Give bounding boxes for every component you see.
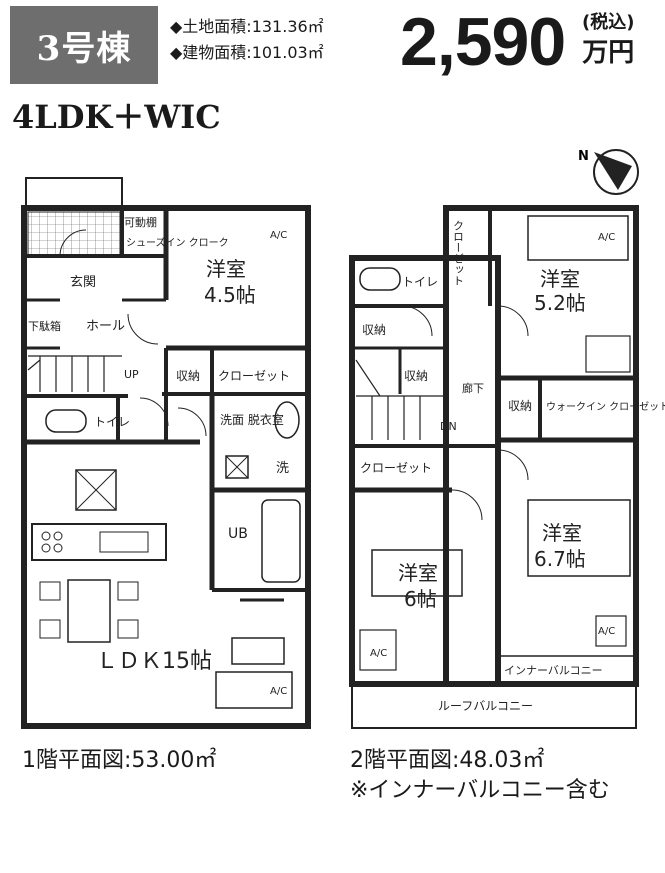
room-67-label: 洋室	[542, 521, 582, 545]
1f-storage-label: 収納	[176, 369, 200, 383]
building-label-badge: 3号棟	[10, 6, 158, 84]
floor2-caption: 2階平面図:48.03㎡	[350, 748, 545, 773]
2f-ac-3: A/C	[370, 648, 387, 659]
hall-label: ホール	[86, 319, 125, 334]
room-52-label: 洋室	[540, 267, 580, 291]
room-6-size: 6帖	[404, 587, 437, 611]
1f-toilet-label: トイレ	[94, 415, 130, 429]
bath-label: UB	[228, 526, 248, 542]
1f-ac-1: A/C	[270, 230, 287, 241]
price: 2,590	[400, 4, 566, 80]
land-area: ◆土地面積:131.36㎡	[170, 17, 324, 36]
ldk-label: ＬＤＫ15帖	[96, 649, 212, 674]
2f-storage-1: 収納	[362, 323, 386, 337]
1f-ac-2: A/C	[270, 686, 287, 697]
2f-ac-2: A/C	[598, 626, 615, 637]
floor1-caption: 1階平面図:53.00㎡	[22, 748, 217, 773]
2f-storage-3: 収納	[508, 399, 532, 413]
building-label: 3号棟	[36, 28, 132, 69]
2f-storage-2: 収納	[404, 369, 428, 383]
price-unit: 万円	[582, 38, 635, 68]
building-area: ◆建物面積:101.03㎡	[170, 43, 324, 62]
inner-balcony-label: インナーバルコニー	[504, 664, 603, 677]
layout-type: 4LDK＋WIC	[12, 98, 221, 136]
room-67-size: 6.7帖	[534, 547, 586, 571]
2f-ac-1: A/C	[598, 232, 615, 243]
roof-balcony-label: ルーフバルコニー	[438, 699, 533, 713]
price-unit-block: (税込) 万円	[582, 8, 634, 68]
corridor-label: 廊下	[462, 381, 484, 395]
price-tax-note: (税込)	[582, 12, 635, 33]
shoe-closet-tag: 可動棚	[124, 215, 157, 229]
2f-closet-vertical-label: クローゼット	[452, 220, 465, 286]
2f-toilet-label: トイレ	[402, 275, 438, 289]
stair-dn-label: DN	[440, 420, 457, 433]
room-6-label: 洋室	[398, 561, 438, 585]
shoe-closet-label: シューズイン クローク	[126, 236, 229, 249]
specs: ◆土地面積:131.36㎡ ◆建物面積:101.03㎡	[170, 14, 324, 66]
room-52-size: 5.2帖	[534, 291, 586, 315]
shoe-box-label: 下駄箱	[28, 319, 61, 333]
entrance-label: 玄関	[70, 275, 96, 290]
compass-label: N	[578, 149, 589, 164]
1f-closet-label: クローゼット	[218, 369, 290, 383]
compass-icon: N	[578, 149, 639, 195]
wash-label: 洗	[276, 461, 289, 476]
2f-closet-label: クローゼット	[360, 461, 432, 475]
stair-up-label: UP	[124, 368, 139, 381]
1f-western-room-label: 洋室	[206, 257, 246, 281]
floor2-note: ※インナーバルコニー含む	[350, 778, 610, 803]
1f-western-room-size: 4.5帖	[204, 283, 256, 307]
washroom-label: 洗面 脱衣室	[220, 412, 284, 427]
wic-label: ウォークイン クローゼット	[546, 401, 665, 413]
